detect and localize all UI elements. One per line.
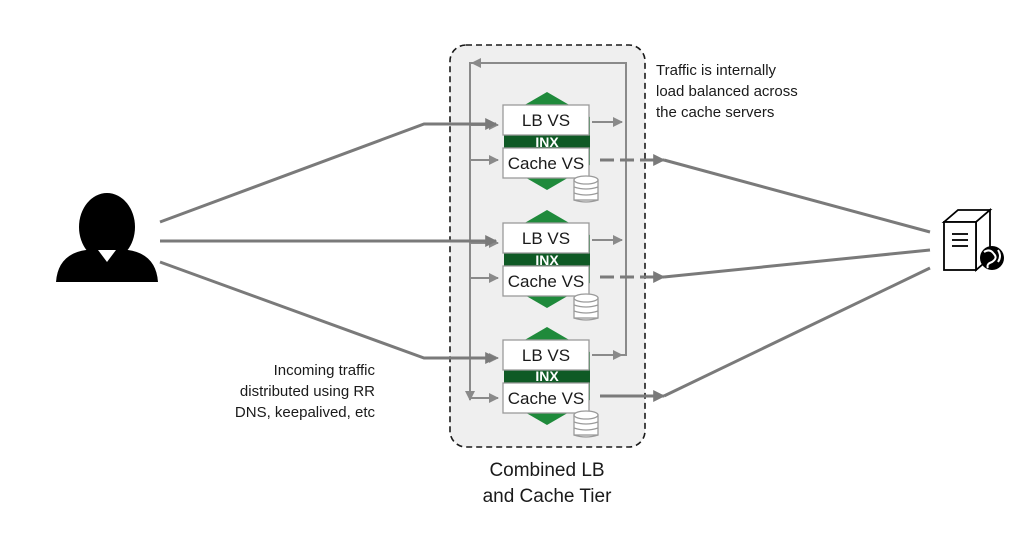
origin-line-2 bbox=[663, 248, 931, 279]
cache-vs-label: Cache VS bbox=[508, 272, 585, 291]
node-3: INX LB VS Cache VS bbox=[502, 327, 599, 438]
database-icon bbox=[573, 293, 599, 321]
incoming-line-3 bbox=[159, 260, 498, 364]
lb-vs-label: LB VS bbox=[522, 346, 570, 365]
svg-text:INX: INX bbox=[535, 134, 559, 150]
cache-vs-box[interactable] bbox=[502, 382, 590, 414]
lb-vs-box[interactable] bbox=[502, 222, 590, 254]
web-server-icon bbox=[941, 208, 993, 272]
origin-line-1 bbox=[663, 158, 931, 234]
incoming-line-1 bbox=[159, 118, 498, 224]
lb-vs-box[interactable] bbox=[502, 339, 590, 371]
cache-vs-label: Cache VS bbox=[508, 389, 585, 408]
node-1: INX LB VS Cache VS bbox=[502, 92, 599, 203]
lb-vs-label: LB VS bbox=[522, 229, 570, 248]
svg-text:load balanced across: load balanced across bbox=[656, 83, 798, 100]
database-icon bbox=[573, 410, 599, 438]
globe-icon bbox=[980, 246, 1004, 270]
svg-text:Combined LB: Combined LB bbox=[489, 460, 604, 481]
note-internal: Traffic is internally load balanced acro… bbox=[656, 62, 798, 121]
tier-label: Combined LB and Cache Tier bbox=[483, 460, 613, 507]
lb-vs-label: LB VS bbox=[522, 111, 570, 130]
svg-text:and Cache Tier: and Cache Tier bbox=[483, 486, 613, 507]
cache-vs-label: Cache VS bbox=[508, 154, 585, 173]
node-2: INX LB VS Cache VS bbox=[502, 210, 599, 321]
svg-text:the cache servers: the cache servers bbox=[656, 104, 774, 121]
svg-text:Incoming traffic: Incoming traffic bbox=[274, 362, 376, 379]
lb-vs-box[interactable] bbox=[502, 104, 590, 136]
svg-text:INX: INX bbox=[535, 252, 559, 268]
user-icon bbox=[56, 193, 158, 282]
svg-text:Traffic is internally: Traffic is internally bbox=[656, 62, 777, 79]
svg-text:distributed using RR: distributed using RR bbox=[240, 383, 375, 400]
svg-text:INX: INX bbox=[535, 368, 559, 384]
cache-vs-box[interactable] bbox=[502, 147, 590, 179]
origin-line-3 bbox=[663, 266, 931, 398]
note-incoming: Incoming traffic distributed using RR DN… bbox=[235, 362, 376, 421]
cache-vs-box[interactable] bbox=[502, 265, 590, 297]
database-icon bbox=[573, 175, 599, 203]
svg-text:DNS, keepalived, etc: DNS, keepalived, etc bbox=[235, 404, 376, 421]
